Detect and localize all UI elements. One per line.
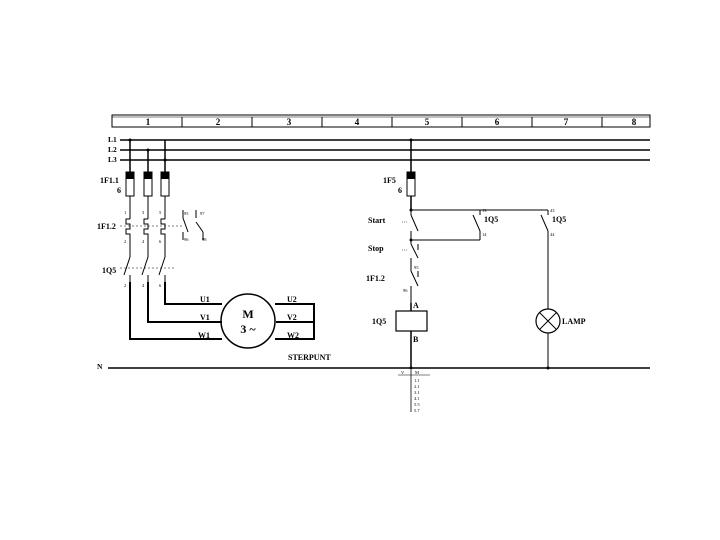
- pin-label: 97: [200, 211, 205, 216]
- terminal-w1: W1: [198, 331, 210, 340]
- table-cell: 1.1: [414, 378, 420, 383]
- overload-1f1-2-label: 1F1.2: [97, 222, 116, 231]
- coil-label: 1Q5: [372, 317, 386, 326]
- overload-nc-contact: 95 96: [403, 265, 419, 303]
- motor-m3: M 3 ~: [220, 293, 276, 349]
- overload-relay-1f1-2: [120, 218, 182, 238]
- column-ruler: 1 2 3 4 5 6 7 8: [111, 114, 651, 128]
- contact-reference-table: V M 1.1 2.1 3.1 4.1 5.5 5.7: [398, 370, 430, 413]
- fuse-1f1-1-label: 1F1.1: [100, 176, 119, 185]
- fuse-1f5-label: 1F5: [383, 176, 396, 185]
- hold-contact-label: 1Q5: [484, 215, 498, 224]
- power-circuit: 1F1.1 6 1 3 5 1F1.2 95 97 96 98: [97, 138, 331, 362]
- bus-bars: L1 L2 L3 N: [97, 135, 650, 371]
- pin-label: 98: [202, 237, 207, 242]
- pin-label: 3: [142, 210, 145, 215]
- pin-label: 6: [159, 239, 162, 244]
- column-number: 5: [425, 117, 430, 127]
- column-number: 8: [632, 117, 637, 127]
- pin-label: 43: [550, 208, 555, 213]
- control-circuit: 1F5 6 Start 13 14 1Q5: [366, 138, 586, 370]
- terminal-v1: V1: [200, 313, 210, 322]
- pin-label: 5: [159, 210, 162, 215]
- table-header-left: V: [401, 370, 405, 375]
- pin-label: 95: [184, 211, 189, 216]
- pin-label: 2: [124, 239, 126, 244]
- overload-aux-contacts: 95 97 96 98: [182, 210, 207, 242]
- main-contactor-1q5: [120, 256, 175, 282]
- contactor-1q5-label: 1Q5: [102, 266, 116, 275]
- hold-contact-1q5: 13 14: [472, 208, 487, 240]
- column-number: 1: [146, 117, 151, 127]
- pin-label: 96: [403, 288, 408, 293]
- coil-1q5: [395, 303, 428, 368]
- lamp-label: LAMP: [562, 317, 586, 326]
- table-cell: 5.7: [414, 408, 420, 413]
- table-cell: 5.5: [414, 402, 420, 407]
- coil-terminal-b: B: [413, 335, 419, 344]
- pin-label: 2: [124, 283, 126, 288]
- start-label: Start: [368, 216, 386, 225]
- pin-label: 4: [142, 239, 145, 244]
- stop-label: Stop: [368, 244, 384, 253]
- column-number: 7: [564, 117, 569, 127]
- bus-label-l1: L1: [108, 135, 117, 144]
- pin-label: 14: [482, 232, 487, 237]
- pin-label: 95: [414, 265, 419, 270]
- lamp-icon: [535, 308, 561, 368]
- lamp-contact-1q5: 43 44: [540, 208, 555, 309]
- pin-label: 13: [482, 208, 487, 213]
- sterpunt-label: STERPUNT: [288, 353, 331, 362]
- lamp-contact-label: 1Q5: [552, 215, 566, 224]
- table-cell: 2.1: [414, 384, 420, 389]
- terminal-u1: U1: [200, 295, 210, 304]
- terminal-u2: U2: [287, 295, 297, 304]
- bus-label-l2: L2: [108, 145, 117, 154]
- motor-phase: 3 ~: [240, 322, 256, 336]
- coil-terminal-a: A: [413, 301, 419, 310]
- overload-ctrl-label: 1F1.2: [366, 274, 385, 283]
- stop-button-contact: [402, 240, 419, 267]
- fuse-1f1-1: [125, 171, 170, 197]
- fuse-1f5-rating: 6: [398, 186, 402, 195]
- pin-label: 96: [184, 237, 189, 242]
- bus-label-l3: L3: [108, 155, 117, 164]
- column-number: 4: [355, 117, 360, 127]
- bus-label-n: N: [97, 362, 103, 371]
- pin-label: 6: [159, 283, 162, 288]
- pin-label: 4: [142, 283, 145, 288]
- table-cell: 4.1: [414, 396, 420, 401]
- terminal-w2: W2: [287, 331, 299, 340]
- table-header-right: M: [415, 370, 419, 375]
- pin-label: 44: [550, 232, 555, 237]
- motor-letter: M: [242, 307, 253, 321]
- start-button-contact: [402, 210, 419, 240]
- pin-label: 1: [124, 210, 126, 215]
- fuse-1f1-1-rating: 6: [117, 186, 121, 195]
- column-number: 2: [216, 117, 221, 127]
- column-number: 3: [287, 117, 292, 127]
- terminal-v2: V2: [287, 313, 297, 322]
- fuse-1f5: [406, 171, 416, 197]
- column-number: 6: [495, 117, 500, 127]
- table-cell: 3.1: [414, 390, 420, 395]
